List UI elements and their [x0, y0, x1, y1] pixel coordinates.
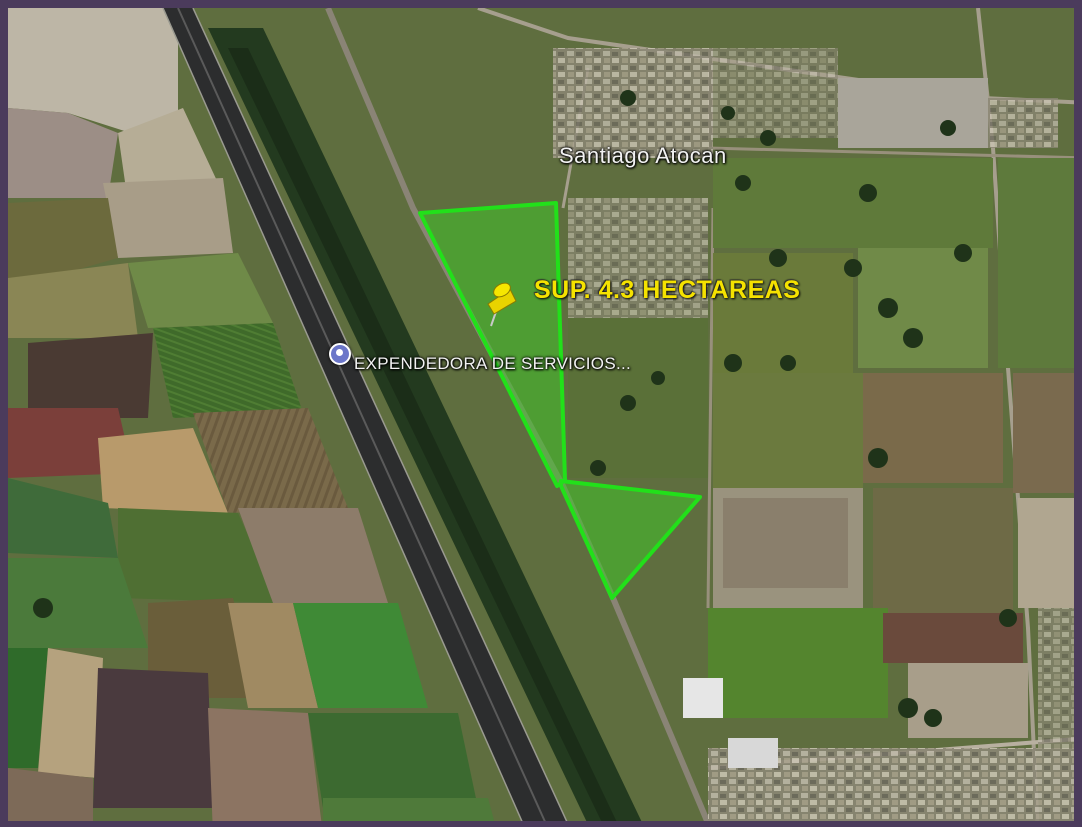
parcel-area-label: SUP. 4.3 HECTAREAS [534, 276, 801, 304]
poi-label[interactable]: EXPENDEDORA DE SERVICIOS... [354, 354, 632, 373]
right-fields [568, 78, 1074, 738]
tree-line-inner [228, 48, 617, 821]
satellite-map[interactable] [8, 8, 1082, 827]
pushpin-icon[interactable] [487, 280, 517, 327]
parcel-boundary[interactable] [418, 201, 702, 600]
farm-fields [8, 8, 495, 821]
place-name-label: Santiago Atocan [559, 143, 727, 168]
tree-clusters [33, 90, 1017, 727]
highway [162, 8, 568, 821]
buildings [553, 48, 1074, 821]
place-marker-icon[interactable] [329, 343, 351, 365]
